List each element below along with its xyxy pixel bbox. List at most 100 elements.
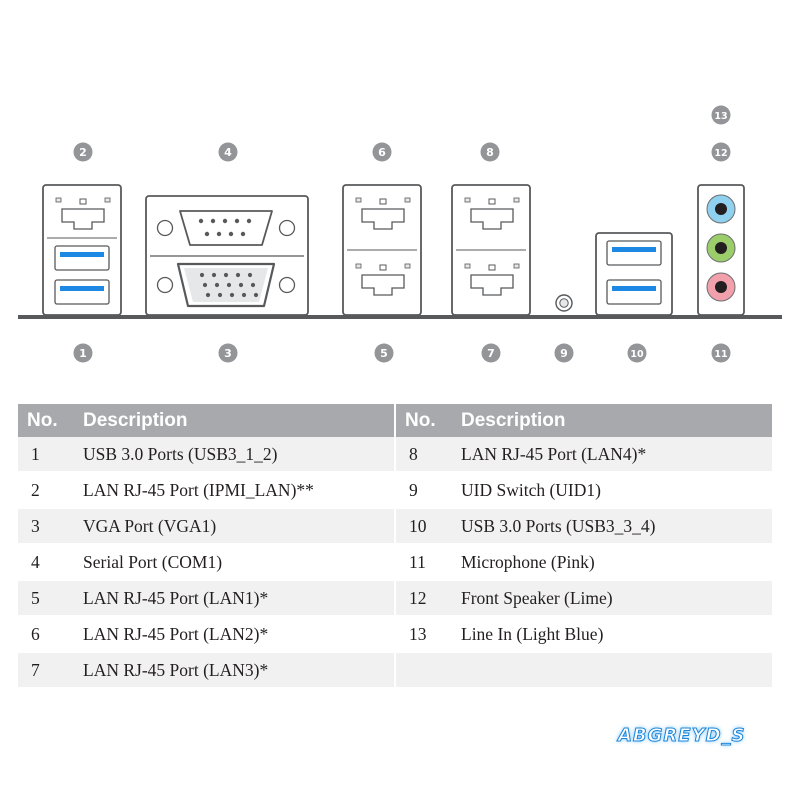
callout-11: 11 [711, 343, 731, 363]
row-no: 11 [396, 544, 461, 581]
lan1-lan2-stack [342, 184, 422, 316]
row-no: 6 [18, 616, 83, 653]
usb-port-icon [606, 279, 662, 305]
callout-12: 12 [711, 142, 731, 162]
watermark-logo: ABGREYD_S [618, 725, 746, 747]
row-description: USB 3.0 Ports (USB3_1_2) [83, 437, 394, 473]
svg-text:2: 2 [79, 146, 87, 159]
table-header-row: No. Description [396, 404, 772, 437]
front-speaker-jack-icon [706, 233, 736, 263]
header-no: No. [396, 404, 461, 437]
row-description: Microphone (Pink) [461, 544, 772, 581]
com-vga-stack [145, 195, 309, 316]
svg-text:11: 11 [714, 349, 727, 360]
svg-text:12: 12 [714, 148, 727, 159]
row-no: 1 [18, 437, 83, 473]
row-no: 13 [396, 616, 461, 653]
usb-port-icon [606, 240, 662, 266]
svg-text:6: 6 [378, 146, 386, 159]
lan-port-icon [355, 197, 411, 230]
table-header-row: No. Description [18, 404, 394, 437]
ipmi-lan-port-icon [55, 197, 111, 230]
header-no: No. [18, 404, 83, 437]
row-description: LAN RJ-45 Port (LAN4)* [461, 437, 772, 473]
uid-switch-icon [555, 294, 573, 312]
svg-text:13: 13 [714, 111, 727, 122]
lan3-lan4-stack [451, 184, 531, 316]
vga-port-icon [176, 262, 276, 308]
line-in-jack-icon [706, 194, 736, 224]
row-description: Line In (Light Blue) [461, 616, 772, 653]
row-description: LAN RJ-45 Port (LAN1)* [83, 580, 394, 617]
microphone-jack-icon [706, 272, 736, 302]
lan-port-icon [464, 197, 520, 230]
row-no: 10 [396, 508, 461, 545]
callout-7: 7 [481, 343, 501, 363]
usb-port-icon [54, 279, 110, 305]
row-description [461, 652, 772, 689]
row-description: LAN RJ-45 Port (LAN2)* [83, 616, 394, 653]
usb3-pair-stack [595, 232, 673, 316]
row-no: 4 [18, 544, 83, 581]
svg-text:4: 4 [224, 146, 232, 159]
row-description: Front Speaker (Lime) [461, 580, 772, 617]
header-description: Description [461, 404, 772, 437]
usb-port-icon [54, 245, 110, 271]
io-panel-diagram: 2 4 6 8 13 12 1 3 5 7 9 10 11 [18, 105, 782, 363]
row-no: 12 [396, 580, 461, 617]
panel-baseline [18, 315, 782, 319]
row-no: 2 [18, 472, 83, 509]
svg-text:8: 8 [486, 146, 494, 159]
svg-text:1: 1 [79, 347, 87, 360]
callout-2: 2 [73, 142, 93, 162]
lan-port-icon [355, 263, 411, 296]
callout-9: 9 [554, 343, 574, 363]
callout-5: 5 [374, 343, 394, 363]
row-no: 3 [18, 508, 83, 545]
callout-3: 3 [218, 343, 238, 363]
row-no: 9 [396, 472, 461, 509]
row-description: Serial Port (COM1) [83, 544, 394, 581]
callout-4: 4 [218, 142, 238, 162]
row-no: 7 [18, 652, 83, 689]
svg-text:9: 9 [560, 347, 568, 360]
row-description: VGA Port (VGA1) [83, 508, 394, 545]
row-no [396, 652, 461, 689]
callout-8: 8 [480, 142, 500, 162]
row-description: USB 3.0 Ports (USB3_3_4) [461, 508, 772, 545]
svg-text:10: 10 [630, 349, 644, 360]
svg-text:3: 3 [224, 347, 232, 360]
lan-port-icon [464, 263, 520, 296]
callout-13: 13 [711, 105, 731, 125]
svg-text:5: 5 [380, 347, 388, 360]
audio-jack-stack [697, 184, 745, 316]
callout-10: 10 [627, 343, 647, 363]
ipmi-lan-usb-stack [42, 184, 122, 316]
callout-badges: 2 4 6 8 13 12 1 3 5 7 9 10 11 [73, 105, 731, 363]
row-description: LAN RJ-45 Port (IPMI_LAN)** [83, 472, 394, 509]
row-no: 8 [396, 437, 461, 473]
callout-1: 1 [73, 343, 93, 363]
row-description: UID Switch (UID1) [461, 472, 772, 509]
serial-port-icon [179, 210, 273, 246]
callout-6: 6 [372, 142, 392, 162]
svg-text:7: 7 [487, 347, 495, 360]
row-no: 5 [18, 580, 83, 617]
table-row [396, 652, 772, 689]
row-description: LAN RJ-45 Port (LAN3)* [83, 652, 394, 689]
